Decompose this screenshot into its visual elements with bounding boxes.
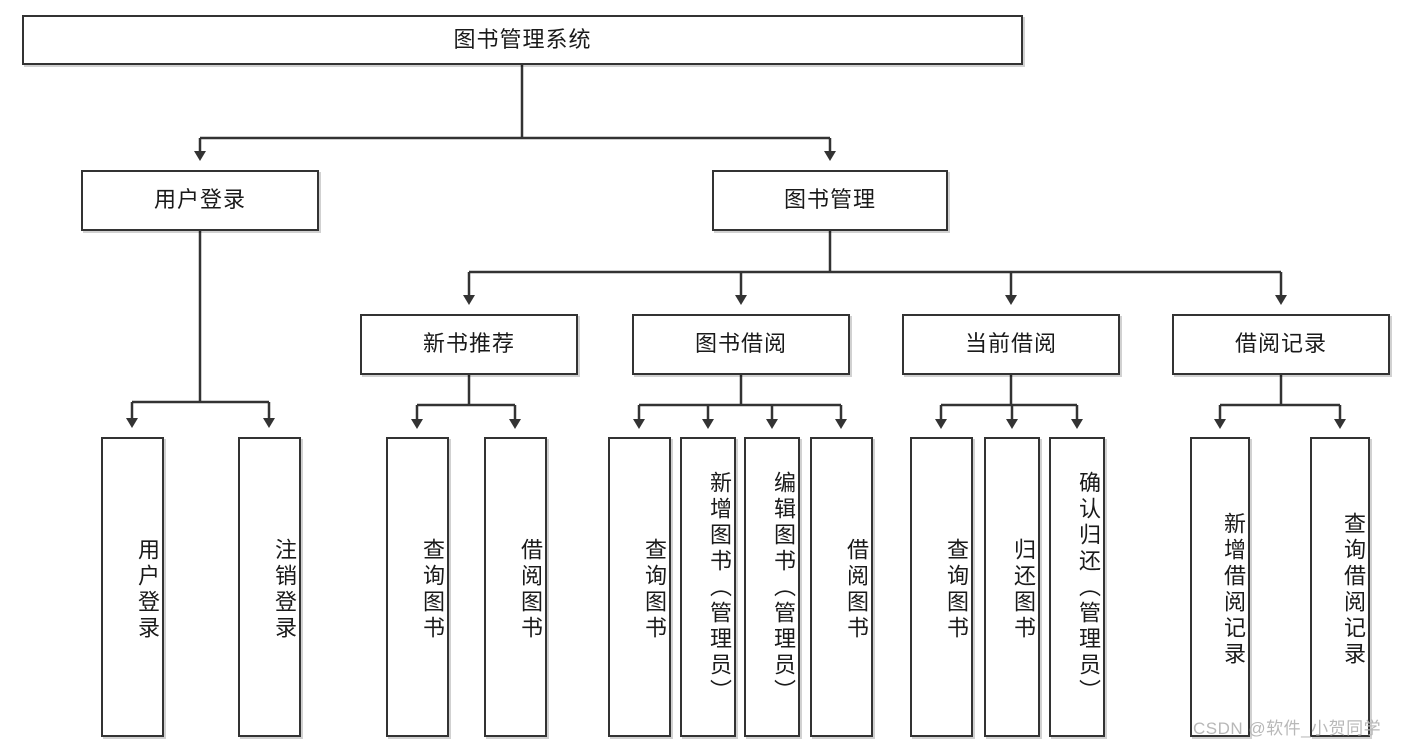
leaf-add-book-admin[interactable]: 新增图书（管理员） — [680, 437, 736, 737]
csdn-watermark: CSDN @软件_小贺同学 — [1193, 719, 1382, 738]
leaf-logout-login[interactable]: 注销登录 — [238, 437, 301, 737]
leaf-borrow-book[interactable]: 借阅图书 — [810, 437, 873, 737]
leaf-query-book-borrow[interactable]: 查询图书 — [608, 437, 671, 737]
leaf-edit-book-admin[interactable]: 编辑图书（管理员） — [744, 437, 800, 737]
node-book-management[interactable]: 图书管理 — [712, 170, 948, 231]
node-new-book-recommend[interactable]: 新书推荐 — [360, 314, 578, 375]
leaf-user-login[interactable]: 用户登录 — [101, 437, 164, 737]
leaf-return-book[interactable]: 归还图书 — [984, 437, 1040, 737]
node-borrow-record[interactable]: 借阅记录 — [1172, 314, 1390, 375]
node-root[interactable]: 图书管理系统 — [22, 15, 1023, 65]
leaf-query-book-current[interactable]: 查询图书 — [910, 437, 973, 737]
node-user-login[interactable]: 用户登录 — [81, 170, 319, 231]
leaf-borrow-book-recommend[interactable]: 借阅图书 — [484, 437, 547, 737]
node-book-borrow[interactable]: 图书借阅 — [632, 314, 850, 375]
node-current-borrow[interactable]: 当前借阅 — [902, 314, 1120, 375]
leaf-query-borrow-record[interactable]: 查询借阅记录 — [1310, 437, 1370, 737]
leaf-query-book-recommend[interactable]: 查询图书 — [386, 437, 449, 737]
leaf-confirm-return-admin[interactable]: 确认归还（管理员） — [1049, 437, 1105, 737]
leaf-add-borrow-record[interactable]: 新增借阅记录 — [1190, 437, 1250, 737]
